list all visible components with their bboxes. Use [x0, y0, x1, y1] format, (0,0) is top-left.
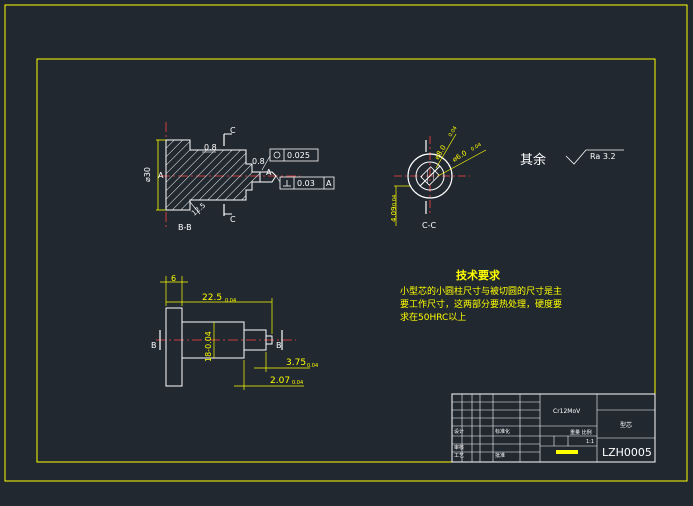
- dim-2-07-tol: 0.04: [292, 380, 303, 386]
- fcf-row1: [269, 148, 319, 162]
- dim-22-5: 22.5: [202, 293, 222, 303]
- tech-requirements: 技术要求 小型芯的小圆柱尺寸与被切圆的尺寸是主 要工作尺寸，这两部分要热处理，硬…: [400, 268, 562, 323]
- cc-outer-circle: [407, 153, 453, 199]
- title-scale: 1:1: [586, 439, 594, 445]
- cc-inner-circle: [415, 161, 445, 191]
- chamfer-right: 0.8: [252, 157, 265, 166]
- dim-18: 18-0.04: [204, 331, 213, 362]
- section-mark-c-top: C: [230, 126, 236, 135]
- roughness-note-value: Ra 3.2: [590, 152, 616, 161]
- section-cc-view: ⌀8.0 0.04 ⌀6.0 0.04 4.09 0.04 C-C: [390, 125, 487, 230]
- drawing-border: [36, 58, 656, 463]
- dim-22-5-tol: 0.04: [225, 298, 236, 304]
- front-shaft: [182, 321, 245, 359]
- title-part-name: 型芯: [620, 421, 632, 429]
- mark-b-left: B: [151, 341, 157, 350]
- cc-dim-left-tol: 0.04: [392, 195, 398, 206]
- cc-dim-left: 4.09: [390, 206, 398, 222]
- section-bb-label: B-B: [178, 223, 192, 232]
- front-flange: [165, 307, 183, 387]
- title-label-check: 审核: [454, 444, 464, 451]
- section-cc-label: C-C: [422, 221, 436, 230]
- title-label-process: 工艺: [454, 453, 464, 459]
- roughness-12-5: 12.5: [190, 201, 207, 217]
- fcf-row1-value: 0.025: [287, 151, 310, 160]
- fcf-row2: [279, 176, 335, 190]
- title-block: 设计 标准化 审核 工艺 批准 Cr12MoV 重量 比例 1:1 型芯 LZH…: [451, 393, 656, 463]
- section-bb-view: ⌀30 A C C 0.8 0.8 12.5 0.025 A 0.03 A B-…: [143, 122, 335, 232]
- dim-3-75: 3.75: [286, 358, 306, 368]
- roughness-note-label: 其余: [520, 152, 546, 168]
- cc-dim-upper-tol: 0.04: [448, 125, 459, 138]
- dim-diameter-30: ⌀30: [143, 167, 152, 182]
- dim-3-75-tol: 0.04: [307, 363, 318, 369]
- title-material: Cr12MoV: [553, 408, 581, 415]
- tech-req-line-2: 要工作尺寸，这两部分要热处理，硬度要: [400, 298, 562, 310]
- cc-dim-upper: ⌀8.0: [433, 144, 448, 161]
- cc-dim-mid-tol: 0.04: [470, 142, 483, 153]
- roughness-note: 其余 Ra 3.2: [520, 149, 624, 168]
- fcf-row2-value: 0.03: [297, 179, 315, 188]
- tech-req-title: 技术要求: [456, 268, 501, 282]
- front-pin: [244, 329, 267, 351]
- title-scale-label: 重量 比例: [570, 429, 592, 436]
- front-view: B B 6 22.5 0.04 18-0.04 3.75 0.04 2.07 0…: [151, 274, 318, 390]
- title-label-approve: 批准: [495, 452, 505, 459]
- dim-6: 6: [171, 274, 176, 283]
- chamfer-left: 0.8: [204, 143, 217, 152]
- title-label-standard: 标准化: [495, 428, 510, 435]
- tech-req-line-3: 求在50HRC以上: [400, 311, 466, 323]
- mark-b-right: B: [276, 341, 282, 350]
- outer-frame: [4, 4, 688, 482]
- tech-req-line-1: 小型芯的小圆柱尺寸与被切圆的尺寸是主: [400, 285, 562, 297]
- section-mark-c-bottom: C: [230, 215, 236, 224]
- fcf-row2-datum: A: [326, 179, 332, 188]
- dim-2-07: 2.07: [270, 376, 290, 386]
- cc-dim-mid: ⌀6.0: [451, 149, 468, 164]
- mark-a-right: A: [266, 168, 272, 177]
- title-label-design: 设计: [454, 428, 464, 435]
- title-drawing-no: LZH0005: [602, 446, 652, 459]
- mark-a-left: A: [158, 171, 164, 180]
